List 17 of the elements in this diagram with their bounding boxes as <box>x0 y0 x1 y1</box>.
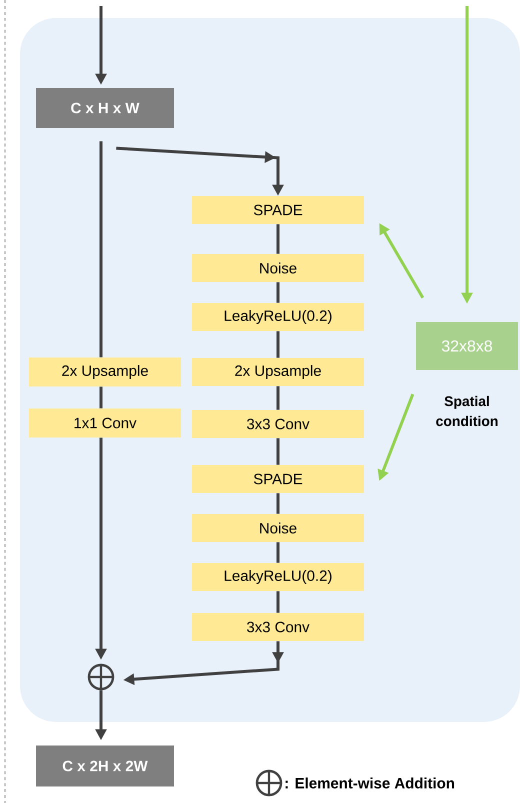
legend-text: : Element-wise Addition <box>286 778 454 788</box>
condition-label: Spatial condition <box>436 396 498 426</box>
layer-box: SPADE <box>192 196 364 224</box>
tensor-box: C x 2H x 2W <box>36 746 174 786</box>
condition-box: 32x8x8 <box>416 322 518 370</box>
layer-box: 2x Upsample <box>192 358 364 386</box>
layer-box: 3x3 Conv <box>192 613 364 641</box>
layer-box: Noise <box>192 514 364 542</box>
layer-box: 1x1 Conv <box>29 408 181 438</box>
layer-box: 3x3 Conv <box>192 410 364 438</box>
tensor-box: C x H x W <box>36 88 174 128</box>
layer-box: LeakyReLU(0.2) <box>192 563 364 591</box>
addition-symbol <box>88 664 114 690</box>
layer-box: 2x Upsample <box>29 358 181 386</box>
layer-box: Noise <box>192 254 364 282</box>
layer-box: SPADE <box>192 465 364 493</box>
layer-box: LeakyReLU(0.2) <box>192 303 364 331</box>
